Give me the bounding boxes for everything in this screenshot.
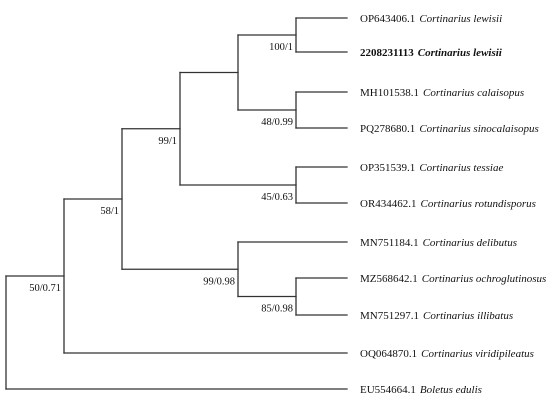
leaf-label: MN751297.1 Cortinarius illibatus xyxy=(360,310,513,322)
support-value: 85/0.98 xyxy=(261,304,293,315)
leaf-label: MN751184.1 Cortinarius delibutus xyxy=(360,237,517,249)
leaf-label: MH101538.1 Cortinarius calaisopus xyxy=(360,87,524,99)
leaf-species: Cortinarius sinocalaisopus xyxy=(419,123,539,135)
support-value: 99/0.98 xyxy=(203,276,235,287)
leaf-label: EU554664.1 Boletus edulis xyxy=(360,384,482,396)
leaf-label: OP351539.1 Cortinarius tessiae xyxy=(360,162,503,174)
leaf-species: Cortinarius rotundisporus xyxy=(421,198,536,210)
leaf-accession: MZ568642.1 xyxy=(360,273,418,285)
tree-labels: 50/0.71 58/1 99/1 100/1 48/0.99 45/0.63 99/0.9… xyxy=(29,13,546,396)
support-value: 58/1 xyxy=(100,206,119,217)
leaf-label: MZ568642.1 Cortinarius ochroglutinosus xyxy=(360,273,546,285)
leaf-label: OQ064870.1 Cortinarius viridipileatus xyxy=(360,348,534,360)
leaf-species: Cortinarius viridipileatus xyxy=(421,348,534,360)
leaf-accession: MH101538.1 xyxy=(360,87,419,99)
leaf-accession: OR434462.1 xyxy=(360,198,417,210)
leaf-species: Cortinarius lewisii xyxy=(419,13,502,25)
leaf-label: OP643406.1 Cortinarius lewisii xyxy=(360,13,502,25)
leaf-label: PQ278680.1 Cortinarius sinocalaisopus xyxy=(360,123,539,135)
leaf-species: Cortinarius ochroglutinosus xyxy=(422,273,547,285)
support-value: 50/0.71 xyxy=(29,283,61,294)
tree-branches xyxy=(5,17,348,390)
leaf-accession: MN751297.1 xyxy=(360,310,419,322)
leaf-accession: PQ278680.1 xyxy=(360,123,415,135)
leaf-label: 2208231113 Cortinarius lewisii xyxy=(360,47,503,59)
leaf-species: Boletus edulis xyxy=(420,384,482,396)
leaf-species: Cortinarius calaisopus xyxy=(423,87,524,99)
support-value: 45/0.63 xyxy=(261,192,293,203)
leaf-accession: OP643406.1 xyxy=(360,13,415,25)
support-value: 100/1 xyxy=(269,42,293,53)
leaf-accession: OP351539.1 xyxy=(360,162,415,174)
leaf-species: Cortinarius lewisii xyxy=(418,47,503,59)
support-value: 48/0.99 xyxy=(261,117,293,128)
leaf-label: OR434462.1 Cortinarius rotundisporus xyxy=(360,198,536,210)
leaf-accession: OQ064870.1 xyxy=(360,348,417,360)
leaf-accession: MN751184.1 xyxy=(360,237,419,249)
leaf-species: Cortinarius tessiae xyxy=(419,162,503,174)
leaf-species: Cortinarius illibatus xyxy=(423,310,513,322)
leaf-accession: EU554664.1 xyxy=(360,384,416,396)
support-value: 99/1 xyxy=(158,136,177,147)
leaf-species: Cortinarius delibutus xyxy=(423,237,517,249)
leaf-accession: 2208231113 xyxy=(360,47,414,59)
